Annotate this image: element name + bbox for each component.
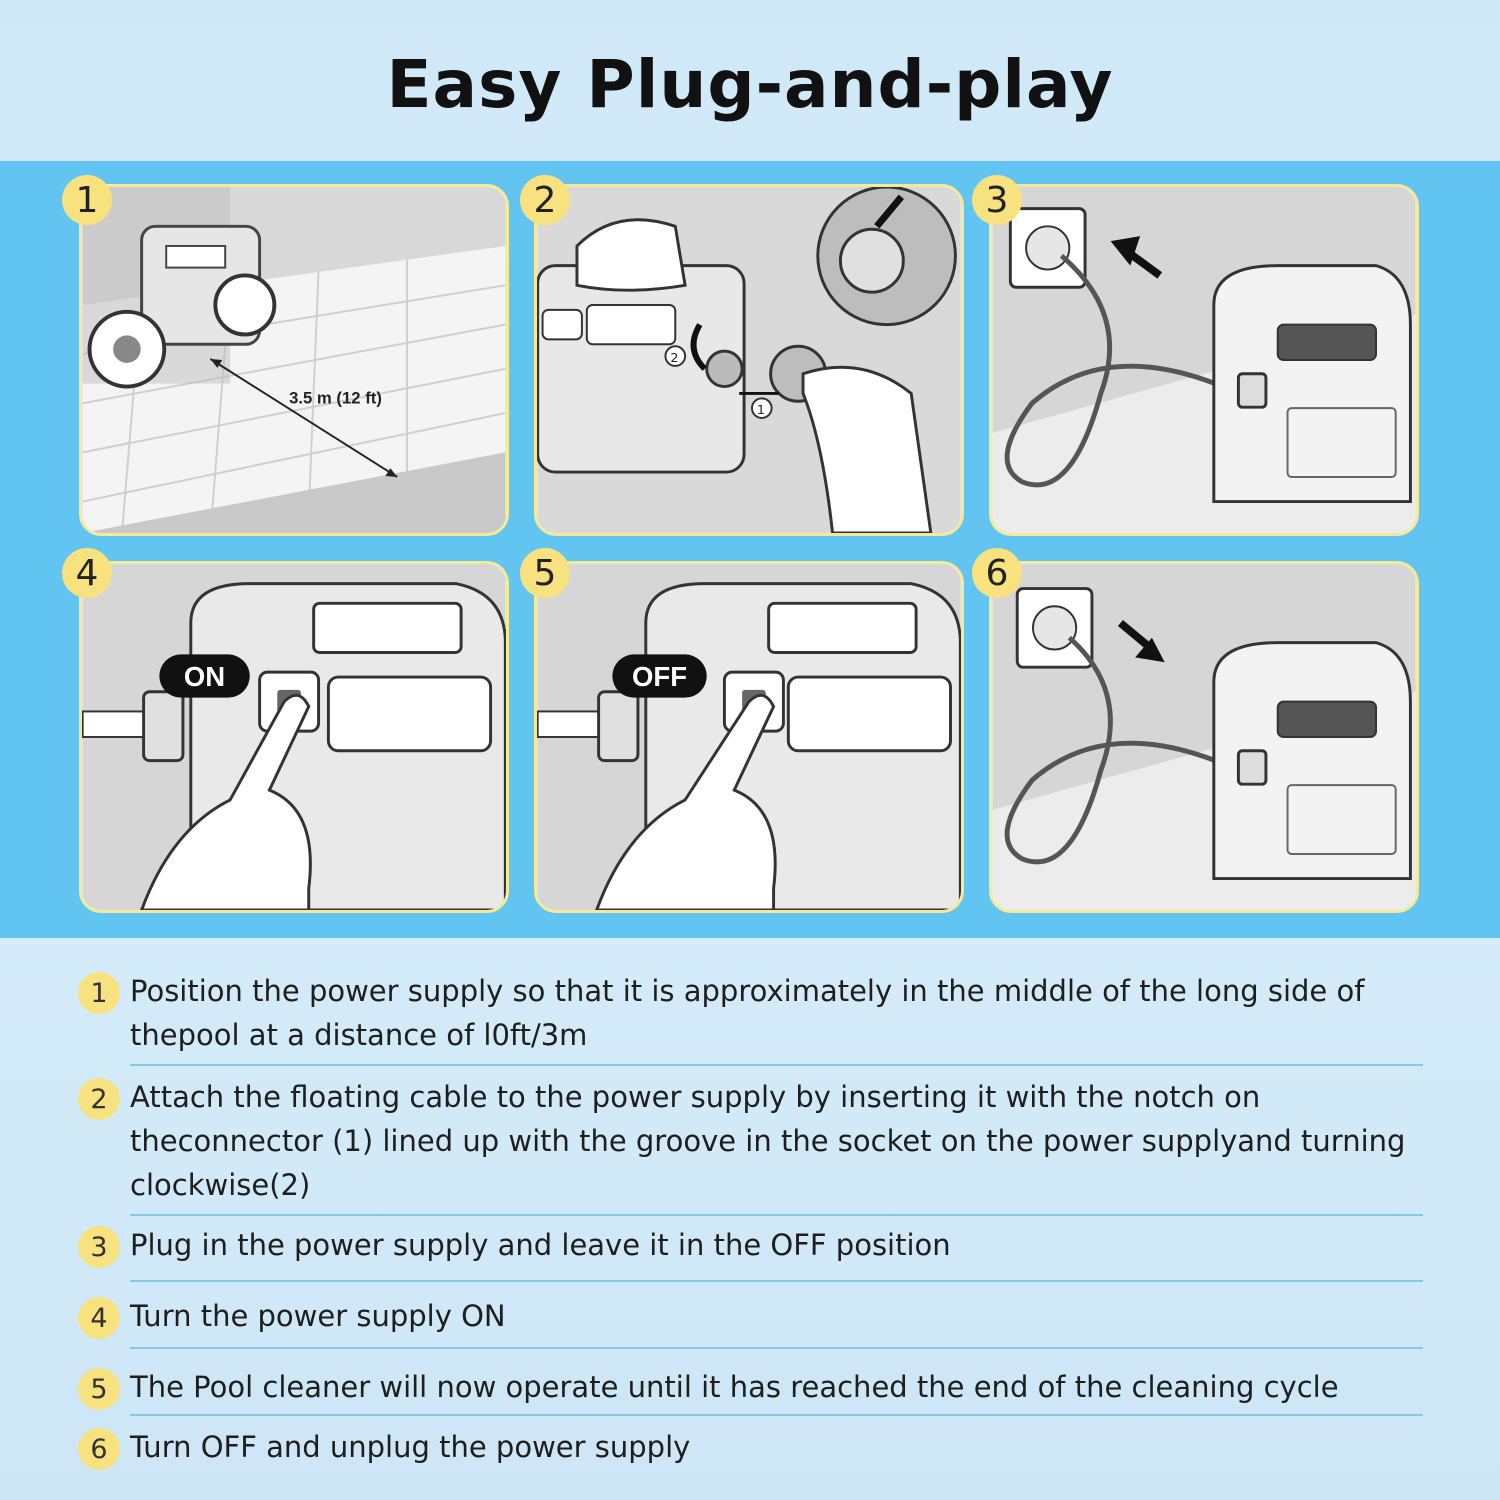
divider (130, 1347, 1423, 1349)
step-number: 6 (78, 1428, 120, 1470)
switch-off-illustration: OFF (537, 564, 961, 910)
panel-badge-1: 1 (62, 175, 112, 225)
step-number: 2 (78, 1078, 120, 1120)
step-text: Plug in the power supply and leave it in… (130, 1228, 951, 1262)
distance-label: 3.5 m (12 ft) (289, 388, 382, 407)
illustration-panel-2: 1 2 (534, 184, 964, 536)
illustration-panel-6 (989, 561, 1419, 913)
divider (130, 1064, 1423, 1066)
step-number: 4 (78, 1297, 120, 1339)
page-title: Easy Plug-and-play (386, 46, 1114, 123)
marker-1: 1 (757, 403, 765, 418)
illustration-panel-1: 3.5 m (12 ft) (79, 184, 509, 536)
step-number: 1 (78, 972, 120, 1014)
unplug-illustration (992, 564, 1416, 910)
divider (130, 1214, 1423, 1216)
panel-badge-3: 3 (972, 175, 1022, 225)
step-text: Turn OFF and unplug the power supply (130, 1430, 691, 1464)
marker-2: 2 (670, 351, 678, 366)
illustration-panel-5: OFF (534, 561, 964, 913)
illustration-panel-4: ON (79, 561, 509, 913)
step-text: Turn the power supply ON (130, 1299, 506, 1333)
panel-badge-5: 5 (520, 548, 570, 598)
step-number: 5 (78, 1368, 120, 1410)
illustration-panel-3 (989, 184, 1419, 536)
switch-off-label: OFF (632, 661, 687, 692)
switch-on-label: ON (184, 661, 225, 692)
pool-cleaner-distance-illustration: 3.5 m (12 ft) (82, 187, 506, 533)
panel-badge-4: 4 (62, 548, 112, 598)
step-text: The Pool cleaner will now operate until … (130, 1370, 1339, 1404)
panel-badge-2: 2 (520, 175, 570, 225)
divider (130, 1414, 1423, 1416)
plug-in-illustration (992, 187, 1416, 533)
step-number: 3 (78, 1226, 120, 1268)
switch-on-illustration: ON (82, 564, 506, 910)
cable-connection-illustration: 1 2 (537, 187, 961, 533)
step-text: Attach the floating cable to the power s… (130, 1080, 1406, 1202)
panel-badge-6: 6 (972, 548, 1022, 598)
divider (130, 1280, 1423, 1282)
step-text: Position the power supply so that it is … (130, 974, 1365, 1052)
